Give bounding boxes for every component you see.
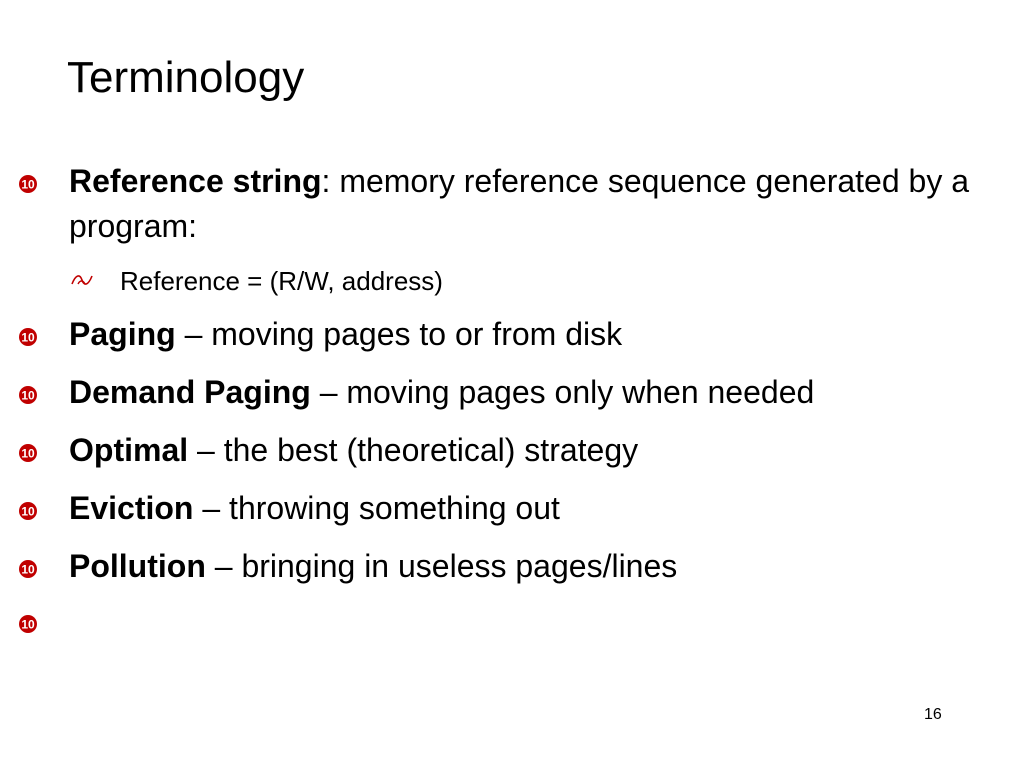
- page-number: 16: [924, 706, 942, 723]
- term-label: Paging: [69, 316, 176, 352]
- term-definition: moving pages only when needed: [346, 374, 815, 410]
- circled-number-ten-icon: 10: [18, 385, 42, 405]
- list-item-text: Optimal – the best (theoretical) strateg…: [69, 428, 1004, 473]
- term-separator: –: [310, 374, 347, 410]
- fleuron-icon: [70, 272, 94, 294]
- term-definition: memory reference sequence generated by a…: [69, 163, 970, 244]
- term-label: Optimal: [69, 432, 189, 468]
- circled-number-ten-icon: 10: [18, 614, 42, 634]
- term-separator: –: [175, 316, 212, 352]
- svg-text:10: 10: [21, 618, 35, 632]
- list-item-text: Pollution – bringing in useless pages/li…: [69, 544, 1004, 589]
- circled-number-ten-icon: 10: [18, 327, 42, 347]
- list-item-text: Demand Paging – moving pages only when n…: [69, 370, 1004, 415]
- term-separator: :: [321, 163, 331, 199]
- sub-item-text: Reference = (R/W, address): [120, 266, 443, 296]
- circled-number-ten-icon: 10: [18, 443, 42, 463]
- term-separator: –: [205, 548, 242, 584]
- term-definition: bringing in useless pages/lines: [241, 548, 678, 584]
- svg-text:10: 10: [21, 389, 35, 403]
- term-definition: the best (theoretical) strategy: [223, 432, 639, 468]
- list-item-text: Eviction – throwing something out: [69, 486, 1004, 531]
- term-label: Reference string: [69, 163, 322, 199]
- term-definition: moving pages to or from disk: [211, 316, 623, 352]
- term-label: Eviction: [69, 490, 194, 526]
- svg-text:10: 10: [21, 447, 35, 461]
- circled-number-ten-icon: 10: [18, 174, 42, 194]
- svg-text:10: 10: [21, 178, 35, 192]
- term-label: Demand Paging: [69, 374, 311, 410]
- term-definition: throwing something out: [229, 490, 560, 526]
- term-separator: –: [193, 490, 230, 526]
- svg-text:10: 10: [21, 563, 35, 577]
- slide-title: Terminology: [67, 53, 305, 102]
- term-label: Pollution: [69, 548, 206, 584]
- list-item-text: Reference string: memory reference seque…: [69, 159, 1004, 249]
- term-separator: –: [188, 432, 224, 468]
- svg-text:10: 10: [21, 331, 35, 345]
- list-item-text: Paging – moving pages to or from disk: [69, 312, 1004, 357]
- circled-number-ten-icon: 10: [18, 501, 42, 521]
- circled-number-ten-icon: 10: [18, 559, 42, 579]
- svg-text:10: 10: [21, 505, 35, 519]
